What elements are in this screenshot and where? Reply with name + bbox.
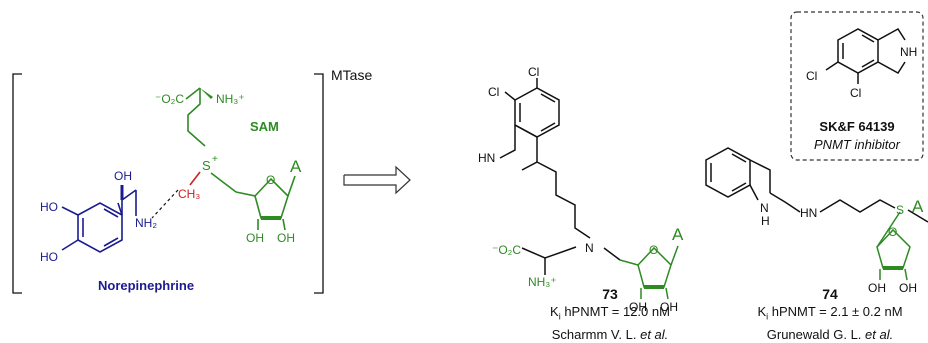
compound-74-oh-left: OH bbox=[868, 281, 886, 295]
design-arrow bbox=[343, 165, 411, 195]
compound-73-caption: 73 Ki hPNMT = 12.0 nM Scharmm V. L. et a… bbox=[510, 286, 710, 343]
sam-sulfonium-charge: + bbox=[212, 154, 218, 165]
methyl-group: CH₃ bbox=[178, 187, 200, 201]
catechol-oh-bottom: HO bbox=[40, 250, 58, 264]
sam-ammonium: NH₃⁺ bbox=[216, 92, 245, 106]
methyl-bond bbox=[189, 171, 201, 186]
transition-state-bracket bbox=[12, 73, 324, 294]
skf-name: SK&F 64139 bbox=[819, 119, 894, 134]
skf-64139-box bbox=[790, 11, 924, 161]
compound-74-ring-oxygen: O bbox=[888, 225, 897, 239]
norepinephrine-label: Norepinephrine bbox=[98, 278, 194, 293]
compound-74-author: Grunewald G. L. et al. bbox=[766, 326, 894, 342]
compound-74-ki: Ki hPNMT = 2.1 ± 0.2 nM bbox=[757, 304, 903, 322]
compound-74-structure bbox=[705, 147, 928, 223]
sam-ribose-oh-left: OH bbox=[246, 231, 264, 245]
compound-73-ki: Ki hPNMT = 12.0 nM bbox=[550, 304, 670, 322]
compound-73-structure bbox=[499, 78, 621, 275]
compound-73-cl-top: Cl bbox=[528, 65, 539, 79]
sam-sulfonium: S bbox=[202, 158, 211, 173]
compound-74-s: S bbox=[896, 203, 904, 217]
skf-description: PNMT inhibitor bbox=[814, 137, 901, 152]
sam-ribose-oh-right: OH bbox=[277, 231, 295, 245]
compound-74-number: 74 bbox=[822, 286, 838, 302]
sam-adenine: A bbox=[290, 157, 302, 176]
compound-74-hn: HN bbox=[800, 206, 817, 220]
sam-structure bbox=[185, 87, 296, 231]
compound-73-ring-oxygen: O bbox=[649, 243, 658, 257]
compound-73-n: N bbox=[585, 241, 594, 255]
compound-73-ammonium: NH₃⁺ bbox=[528, 275, 557, 289]
mtase-label: MTase bbox=[331, 67, 372, 83]
nucleophilic-attack-dashes bbox=[151, 189, 179, 219]
compound-73-carboxylate: ⁻O₂C bbox=[492, 243, 521, 257]
sam-carboxylate: ⁻O₂C bbox=[155, 92, 184, 106]
compound-73-adenine: A bbox=[672, 225, 684, 244]
compound-73-sam-fragment bbox=[619, 245, 679, 300]
compound-73-oh-right: OH bbox=[660, 300, 678, 314]
compound-73-number: 73 bbox=[602, 286, 618, 302]
compound-74-adenine: A bbox=[912, 197, 924, 216]
norepinephrine-hydroxyl: OH bbox=[114, 169, 132, 183]
compound-73-cl-left: Cl bbox=[488, 85, 499, 99]
compound-73-hn: HN bbox=[478, 151, 495, 165]
compound-73-author: Scharmm V. L. et al. bbox=[551, 326, 669, 342]
norepinephrine-structure bbox=[61, 185, 137, 253]
catechol-oh-top: HO bbox=[40, 200, 58, 214]
compound-73-oh-left: OH bbox=[629, 300, 647, 314]
sam-label: SAM bbox=[250, 119, 279, 134]
compound-74-caption: 74 Ki hPNMT = 2.1 ± 0.2 nM Grunewald G. … bbox=[735, 286, 925, 343]
compound-74-oh-right: OH bbox=[899, 281, 917, 295]
sam-ring-oxygen: O bbox=[266, 173, 275, 187]
skf-64139-structure bbox=[825, 28, 906, 84]
compound-74-n: N bbox=[760, 201, 769, 215]
compound-74-ribose-fragment bbox=[876, 211, 911, 281]
skf-cl-left: Cl bbox=[806, 69, 817, 83]
skf-nh: NH bbox=[900, 45, 917, 59]
compound-74-h: H bbox=[761, 214, 770, 228]
norepinephrine-amine: NH₂ bbox=[135, 216, 157, 230]
skf-cl-bottom: Cl bbox=[850, 86, 861, 100]
